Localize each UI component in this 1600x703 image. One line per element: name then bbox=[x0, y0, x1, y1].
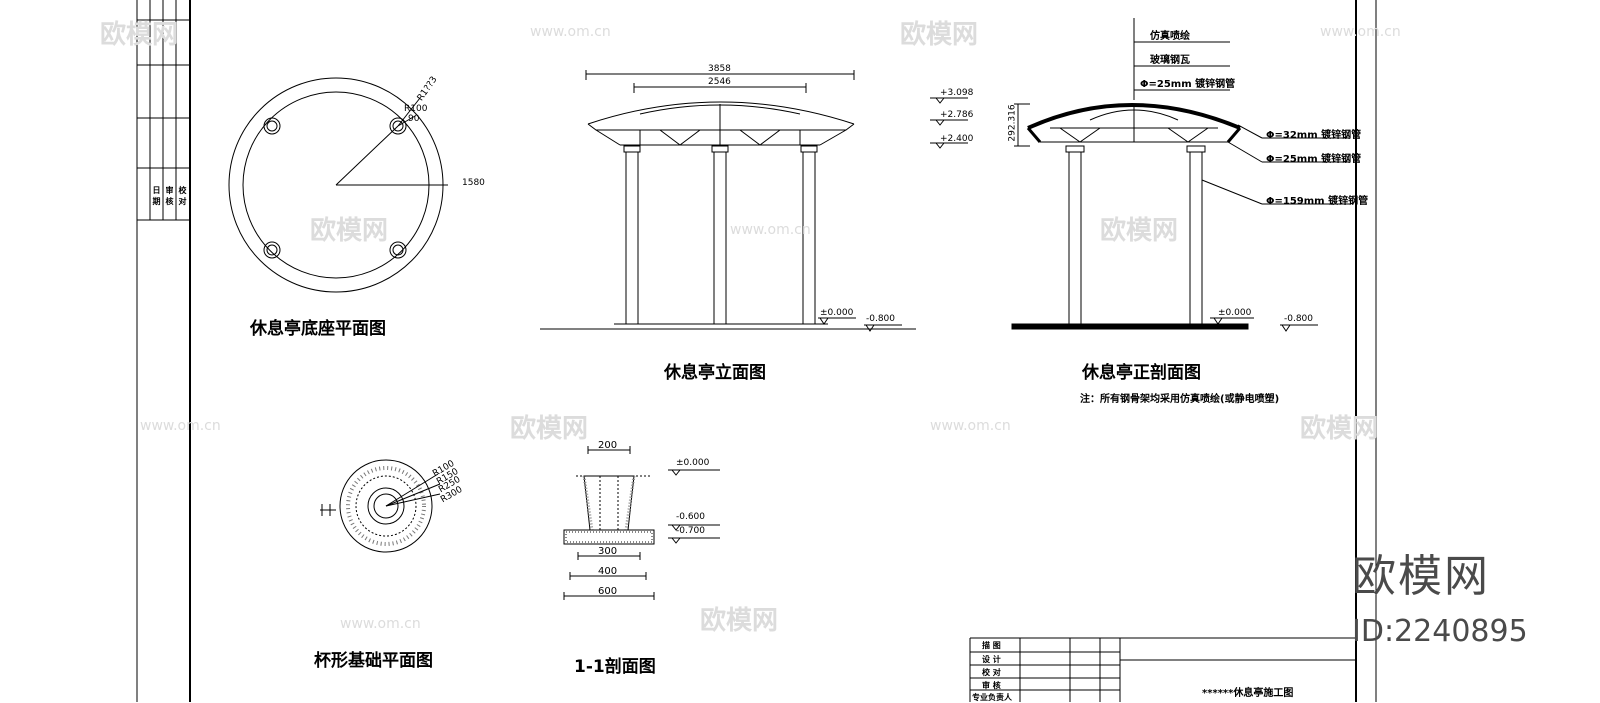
title-base-plan: 休息亭底座平面图 bbox=[250, 319, 386, 339]
callout-label: 玻璃钢瓦 bbox=[1150, 55, 1190, 66]
level-label: ±0.000 bbox=[820, 308, 854, 318]
title-section-1-1: 1-1剖面图 bbox=[574, 657, 656, 677]
level-label: -0.800 bbox=[1284, 314, 1314, 324]
level-label: -0.600 bbox=[676, 512, 706, 522]
watermark-logo: 欧模网 bbox=[510, 414, 589, 444]
title-elevation: 休息亭立面图 bbox=[664, 363, 766, 383]
level-label: -0.800 bbox=[866, 314, 896, 324]
side-strip-label: 日 期 bbox=[152, 186, 161, 205]
watermark-url: www.om.cn bbox=[930, 418, 1011, 434]
watermark-url: www.om.cn bbox=[530, 24, 611, 40]
title-section: 休息亭正剖面图 bbox=[1082, 363, 1201, 383]
title-cup-foundation: 杯形基础平面图 bbox=[314, 651, 433, 671]
side-strip bbox=[137, 0, 190, 221]
base-plan-drawing bbox=[228, 77, 448, 293]
callout-label: Φ=159mm 镀锌钢管 bbox=[1266, 196, 1369, 207]
callout-label: Φ=25mm 镀锌钢管 bbox=[1140, 79, 1236, 90]
watermark-id: ID:2240895 bbox=[1352, 614, 1528, 649]
title-block-row: 审 核 bbox=[982, 681, 1001, 690]
side-strip-label: 校 对 bbox=[178, 186, 187, 205]
dim-label: R100 bbox=[404, 104, 428, 114]
dim-label: 400 bbox=[598, 566, 618, 577]
watermark-logo: 欧模网 bbox=[700, 606, 779, 636]
dim-label: 3858 bbox=[708, 64, 731, 74]
side-strip-label: 审 核 bbox=[165, 186, 174, 205]
level-label: +3.098 bbox=[940, 88, 974, 98]
section-note: 注：所有钢骨架均采用仿真喷绘(或静电喷塑) bbox=[1080, 394, 1280, 405]
level-label: ±0.000 bbox=[1218, 308, 1252, 318]
watermark-url: www.om.cn bbox=[1320, 24, 1401, 40]
level-label: -0.700 bbox=[676, 526, 706, 536]
section-drawing bbox=[1011, 18, 1350, 332]
level-label: ±0.000 bbox=[676, 458, 710, 468]
title-block-row: 专业负责人 bbox=[972, 693, 1012, 702]
watermark-logo: 欧模网 bbox=[100, 20, 179, 50]
watermark-brand-large: 欧模网 bbox=[1352, 551, 1490, 602]
level-label: +2.400 bbox=[940, 134, 974, 144]
callout-label: Φ=25mm 镀锌钢管 bbox=[1266, 154, 1362, 165]
dim-label: 2546 bbox=[708, 77, 731, 87]
watermark-logo: 欧模网 bbox=[310, 216, 389, 246]
elevation-drawing bbox=[540, 70, 968, 332]
watermark-url: www.om.cn bbox=[730, 222, 811, 238]
dim-label: 200 bbox=[598, 440, 618, 451]
watermark-logo: 欧模网 bbox=[900, 20, 979, 50]
drawing-name: ******休息亭施工图 bbox=[1202, 688, 1294, 699]
callout-label: 仿真喷绘 bbox=[1150, 31, 1190, 42]
watermark-logo: 欧模网 bbox=[1300, 414, 1379, 444]
title-block-row: 描 图 bbox=[982, 641, 1001, 650]
title-block-grid bbox=[969, 637, 1356, 702]
callout-label: Φ=32mm 镀锌钢管 bbox=[1266, 130, 1362, 141]
watermark-logo: 欧模网 bbox=[1100, 216, 1179, 246]
dim-label: 300 bbox=[598, 546, 618, 557]
cup-foundation-drawing bbox=[320, 459, 441, 553]
dim-label: 1580 bbox=[462, 178, 485, 188]
title-block-row: 校 对 bbox=[982, 668, 1001, 677]
section-1-1-drawing bbox=[563, 446, 720, 600]
watermark-url: www.om.cn bbox=[140, 418, 221, 434]
dim-label: 292.316 bbox=[1007, 104, 1018, 142]
level-label: +2.786 bbox=[940, 110, 974, 120]
dim-label: 90 bbox=[408, 114, 420, 124]
dim-label: 600 bbox=[598, 586, 618, 597]
watermark-url: www.om.cn bbox=[340, 616, 421, 632]
title-block-row: 设 计 bbox=[982, 655, 1001, 664]
